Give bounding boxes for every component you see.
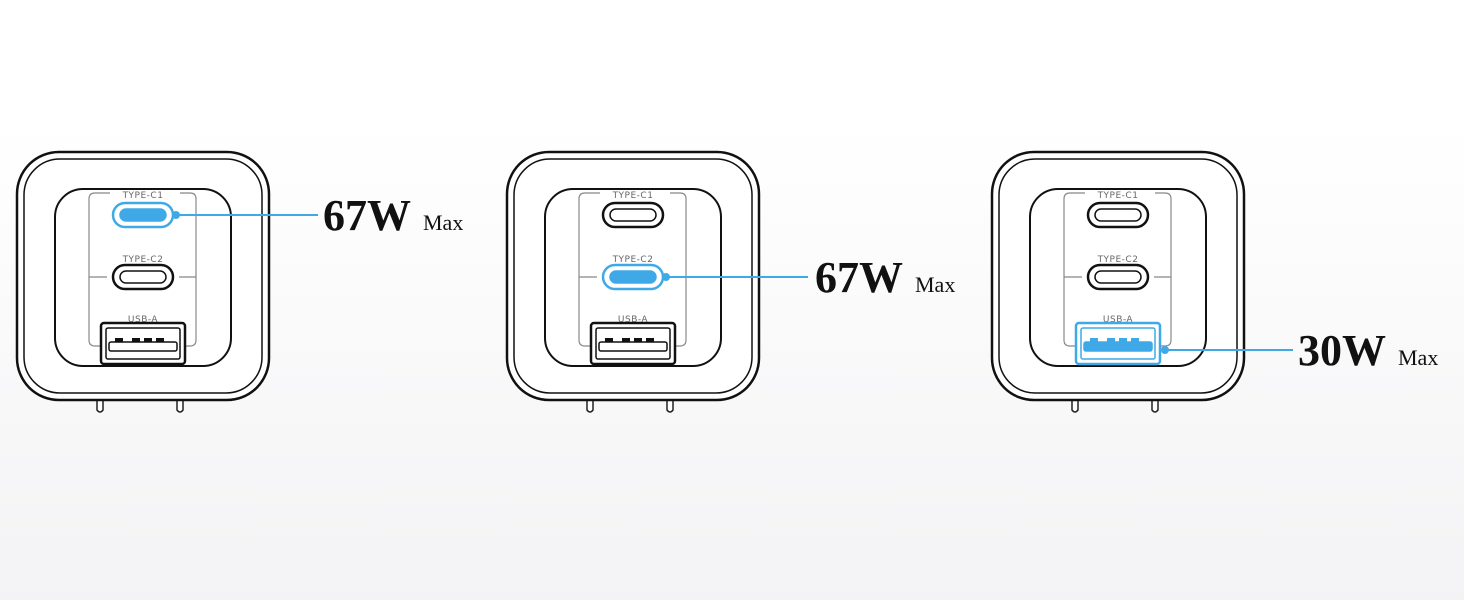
usb-c-port-inner: [609, 270, 657, 284]
usb-a-pin: [156, 338, 164, 342]
port-label-c2: TYPE-C2: [122, 255, 164, 265]
usb-a-pin: [634, 338, 642, 342]
port-bracket: [1063, 192, 1172, 347]
charger-foot: [1151, 400, 1159, 413]
port-label-c1: TYPE-C1: [612, 191, 654, 201]
port-label-c1: TYPE-C1: [1097, 191, 1139, 201]
usb-a-pin: [1090, 338, 1098, 342]
charger-rim: [23, 158, 263, 394]
port-label-c2: TYPE-C2: [612, 255, 654, 265]
usb-a-pin: [132, 338, 140, 342]
charger-rim: [998, 158, 1238, 394]
usb-c-port-inner: [609, 208, 657, 222]
port-label-a: USB-A: [128, 315, 159, 325]
port-label-a: USB-A: [1103, 315, 1134, 325]
usb-a-pin: [646, 338, 654, 342]
usb-a-pin: [1119, 338, 1127, 342]
port-bracket: [578, 192, 687, 347]
charger-foot: [176, 400, 184, 413]
usb-a-pin: [622, 338, 630, 342]
usb-c-port-inner: [119, 208, 167, 222]
usb-a-pin: [605, 338, 613, 342]
usb-a-tongue: [108, 341, 178, 352]
usb-a-pin: [1131, 338, 1139, 342]
charger-foot: [666, 400, 674, 413]
callout-dot: [172, 211, 180, 219]
usb-a-port-inner: [105, 327, 181, 360]
charger-foot: [586, 400, 594, 413]
usb-a-port-inner: [1080, 327, 1156, 360]
usb-a-tongue: [598, 341, 668, 352]
charger-foot: [96, 400, 104, 413]
port-label-c2: TYPE-C2: [1097, 255, 1139, 265]
callout-dot: [662, 273, 670, 281]
port-bracket: [88, 192, 197, 347]
usb-c-port-inner: [1094, 208, 1142, 222]
usb-a-pin: [115, 338, 123, 342]
callout-dot: [1161, 346, 1169, 354]
usb-a-pin: [1107, 338, 1115, 342]
charger-foot: [1071, 400, 1079, 413]
usb-a-port-inner: [595, 327, 671, 360]
port-label-a: USB-A: [618, 315, 649, 325]
usb-c-port-inner: [1094, 270, 1142, 284]
usb-c-port-inner: [119, 270, 167, 284]
usb-a-pin: [144, 338, 152, 342]
usb-a-tongue: [1083, 341, 1153, 352]
port-label-c1: TYPE-C1: [122, 191, 164, 201]
